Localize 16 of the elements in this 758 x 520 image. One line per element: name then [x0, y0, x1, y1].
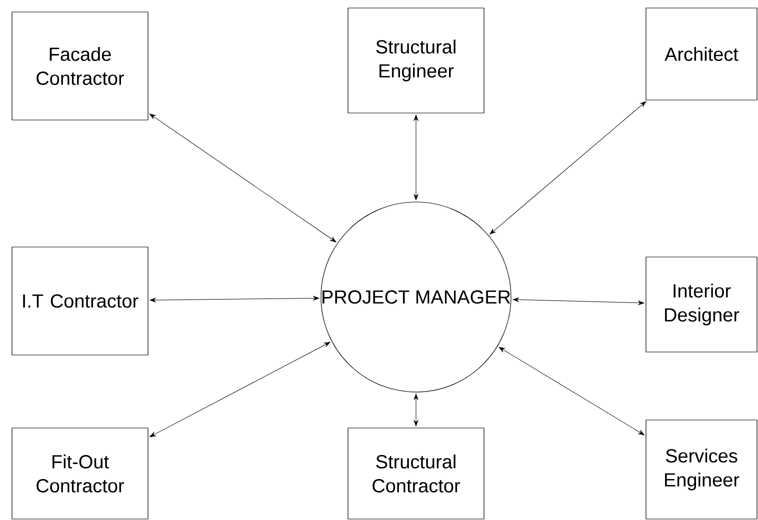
arrow — [512, 298, 644, 306]
role-box: Services Engineer — [646, 420, 758, 520]
arrow — [150, 114, 336, 242]
role-box: Architect — [646, 8, 758, 100]
role-box: Structural Engineer — [348, 8, 484, 114]
role-box: I.T Contractor — [12, 246, 148, 356]
arrow — [414, 114, 418, 200]
arrow — [150, 296, 320, 302]
arrow — [150, 342, 330, 438]
role-box: Interior Designer — [646, 256, 758, 352]
role-box: Structural Contractor — [348, 428, 484, 520]
role-box: Fit-Out Contractor — [12, 428, 148, 520]
arrow — [498, 346, 644, 436]
arrow — [414, 394, 418, 426]
role-box: Facade Contractor — [12, 12, 148, 120]
arrow — [490, 101, 646, 234]
